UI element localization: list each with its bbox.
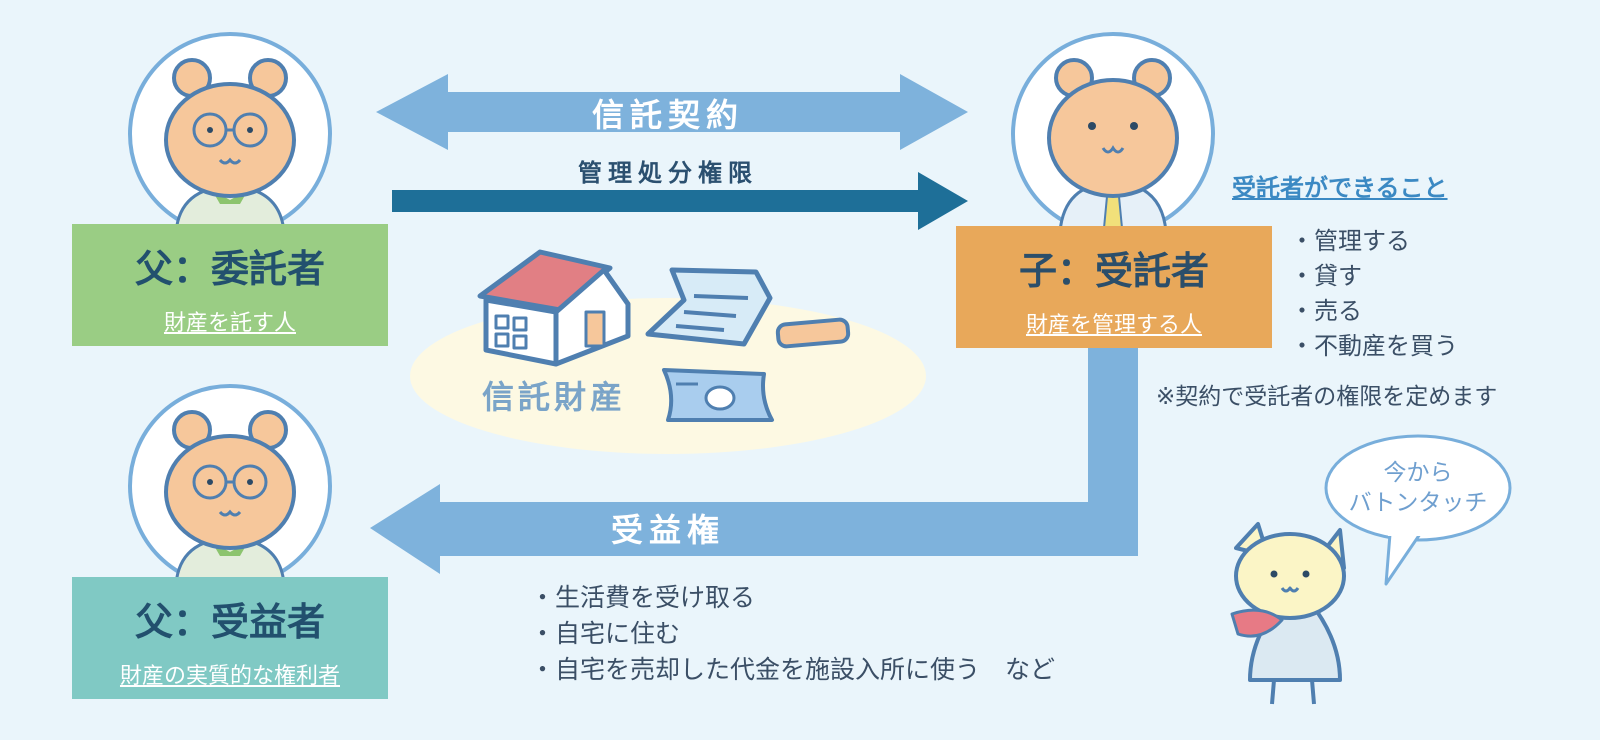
trust-property-area: 信託財産 <box>410 249 926 454</box>
trustee-bear-icon <box>1011 32 1215 236</box>
seal-stamp-icon <box>775 317 851 349</box>
beneficiary-bear-icon <box>128 384 332 588</box>
trust-contract-arrow: 信託契約 <box>376 74 968 150</box>
trustee-title: 子：受託者 <box>1018 249 1209 293</box>
speech-bubble-line1: 今から <box>1384 460 1453 486</box>
cat-icon <box>1230 522 1346 705</box>
document-icon <box>645 267 773 347</box>
list-item: 管理する <box>1290 224 1458 259</box>
list-item: 不動産を買う <box>1290 329 1458 364</box>
list-item: 生活費を受け取る <box>530 580 1055 616</box>
trustee-can-do-title: 受託者ができること <box>1232 174 1448 202</box>
trustor-bear-icon <box>128 32 332 236</box>
speech-bubble: 今から バトンタッチ <box>1324 434 1512 586</box>
list-item: 売る <box>1290 294 1458 329</box>
beneficiary-subtitle: 財産の実質的な権利者 <box>119 664 340 689</box>
list-item: 自宅に住む <box>530 616 1055 652</box>
trustor-box: 父：委託者 財産を託す人 <box>72 224 388 346</box>
beneficiary-rights-list: 生活費を受け取る 自宅に住む 自宅を売却した代金を施設入所に使う など <box>530 580 1055 688</box>
list-item: 自宅を売却した代金を施設入所に使う など <box>530 652 1055 688</box>
beneficial-interest-arrow: 受益権 <box>370 348 1138 574</box>
trustee-subtitle: 財産を管理する人 <box>1025 313 1202 338</box>
list-item: 貸す <box>1290 259 1458 294</box>
trust-property-label: 信託財産 <box>482 378 626 416</box>
beneficiary-title: 父：受益者 <box>134 600 325 644</box>
beneficial-interest-label: 受益権 <box>611 511 725 549</box>
trust-contract-label: 信託契約 <box>592 96 744 134</box>
trustee-can-do-list: 管理する 貸す 売る 不動産を買う <box>1290 224 1458 364</box>
management-authority-label: 管理処分権限 <box>578 159 758 187</box>
trustee-box: 子：受託者 財産を管理する人 <box>956 226 1272 348</box>
authority-note: ※契約で受託者の権限を定めます <box>1156 384 1498 410</box>
beneficiary-box: 父：受益者 財産の実質的な権利者 <box>72 577 388 699</box>
house-icon <box>477 249 631 367</box>
trustor-title: 父：委託者 <box>134 247 325 291</box>
banknote-icon <box>662 368 774 422</box>
management-authority-arrow: 管理処分権限 <box>392 159 968 230</box>
speech-bubble-line2: バトンタッチ <box>1349 490 1488 516</box>
trustor-subtitle: 財産を託す人 <box>163 311 296 336</box>
